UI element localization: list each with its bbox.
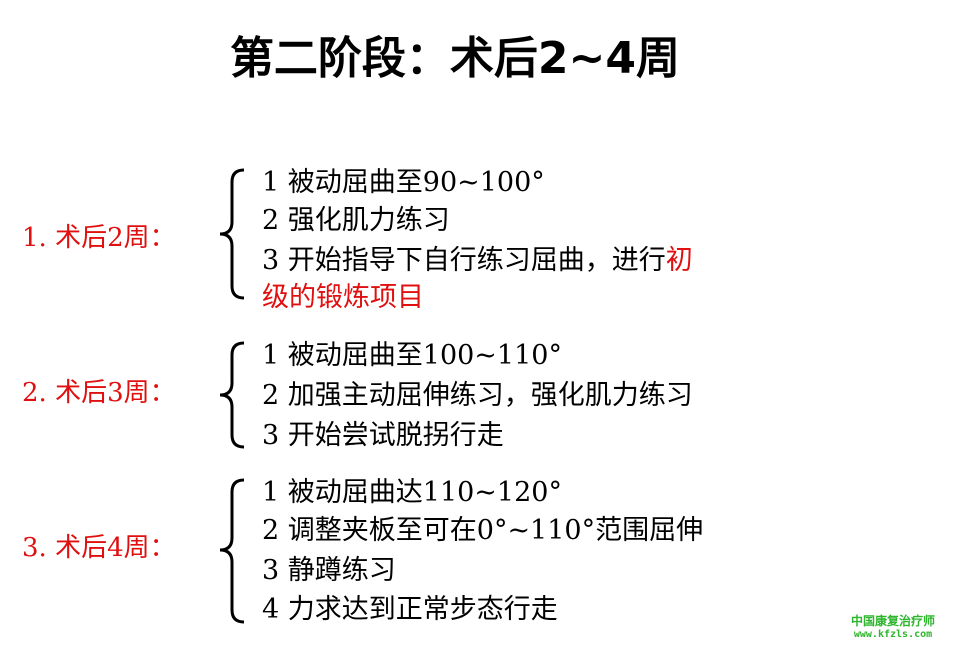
- week-3-item-1: 1 被动屈曲至100~110°: [262, 340, 562, 371]
- week-4-item-1: 1 被动屈曲达110~120°: [262, 477, 562, 508]
- watermark-title: 中国康复治疗师: [851, 614, 936, 628]
- week-2-item-2: 2 强化肌力练习: [262, 205, 450, 236]
- watermark: 中国康复治疗师 www.kfzls.com: [851, 614, 935, 641]
- week-3-label: 2. 术后3周：: [22, 378, 176, 408]
- week-2-item-3-highlight: 初: [665, 245, 693, 276]
- week-4-item-4: 4 力求达到正常步态行走: [262, 594, 558, 625]
- week-2-item-3-continued: 级的锻炼项目: [262, 282, 424, 313]
- week-4-item-3: 3 静蹲练习: [262, 555, 396, 586]
- week-4-label: 3. 术后4周：: [22, 533, 176, 563]
- week-2-item-3: 3 开始指导下自行练习屈曲，进行初: [262, 244, 693, 278]
- week-2-label: 1. 术后2周：: [22, 223, 176, 253]
- slide-title: 第二阶段：术后2~4周: [229, 33, 681, 84]
- week-2-item-1: 1 被动屈曲至90~100°: [262, 167, 545, 198]
- brace-icon: [219, 478, 245, 624]
- brace-icon: [219, 168, 245, 300]
- week-3-item-3: 3 开始尝试脱拐行走: [262, 420, 504, 451]
- week-3-item-2: 2 加强主动屈伸练习，强化肌力练习: [262, 380, 693, 411]
- week-4-item-2: 2 调整夹板至可在0°~110°范围屈伸: [262, 515, 704, 546]
- week-2-item-3-text: 3 开始指导下自行练习屈曲，进行: [262, 245, 666, 276]
- brace-icon: [219, 341, 245, 449]
- watermark-url: www.kfzls.com: [853, 629, 933, 640]
